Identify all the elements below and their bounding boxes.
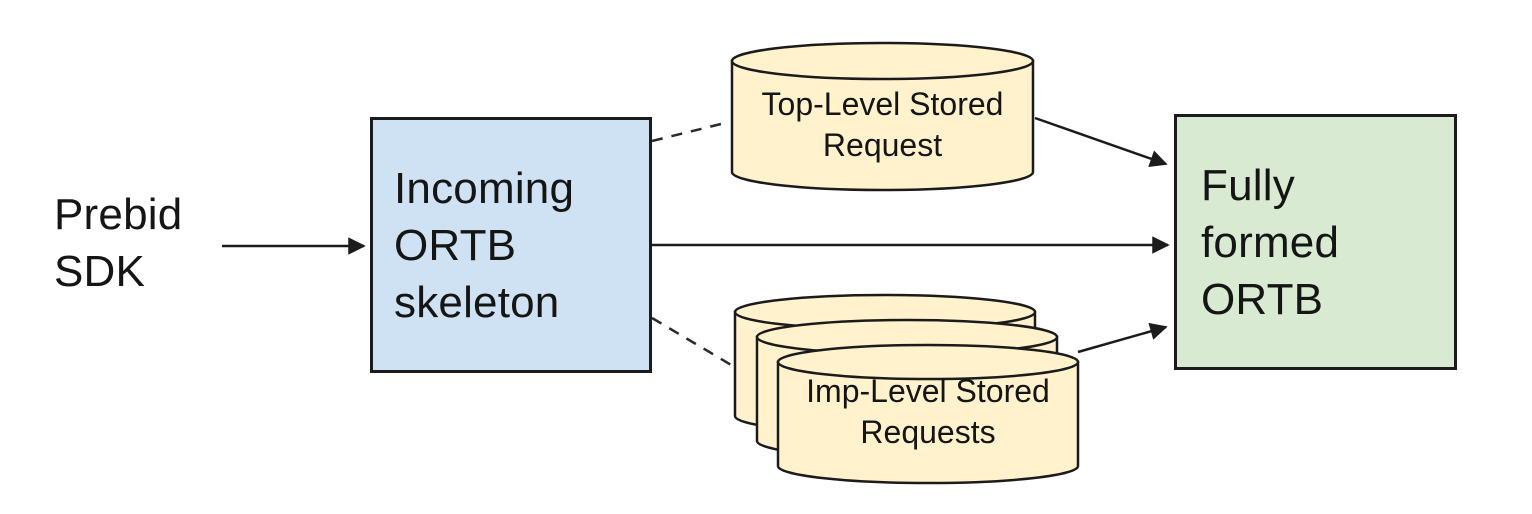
- edge-imp-level-stored-to-fully-formed: [1077, 322, 1168, 354]
- node-fully-formed-ortb: Fully formed ORTB: [1174, 114, 1457, 370]
- edge-incoming-ortb-to-imp-level-stored: [651, 316, 734, 368]
- incoming-ortb-skeleton-label: Incoming ORTB skeleton: [394, 163, 575, 327]
- cylinder-top-ellipse: [730, 41, 1035, 81]
- edge-incoming-ortb-to-top-level-stored: [651, 120, 730, 143]
- cylinder-top-ellipse-front: [776, 343, 1080, 381]
- cylinder-body: [730, 59, 1035, 192]
- cylinder-stack-imp-level-stored-requests: [733, 293, 1080, 485]
- node-prebid-sdk-label: Prebid SDK: [54, 190, 183, 296]
- cylinder-body-front: [776, 360, 1080, 485]
- fully-formed-ortb-label: Fully formed ORTB: [1201, 160, 1340, 324]
- node-incoming-ortb-skeleton: Incoming ORTB skeleton: [370, 117, 652, 373]
- top-level-stored-request-label: Top-Level Stored Request: [761, 86, 1004, 163]
- imp-level-stored-requests-label: Imp-Level Stored Requests: [806, 373, 1050, 450]
- cylinder-top-level-stored-request: [730, 41, 1035, 192]
- edge-top-level-stored-to-fully-formed: [1034, 116, 1168, 168]
